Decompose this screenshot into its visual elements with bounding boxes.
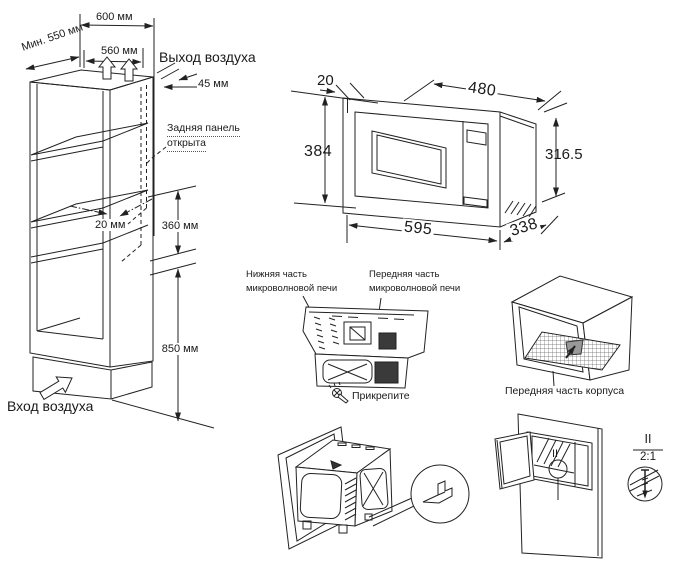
air-outlet-label: Выход воздуха [159,49,256,65]
attach-label: Прикрепите [352,390,410,402]
bottom-part-label-line2: микроволновой печи [246,283,338,294]
air-outlet-arrow-icon [97,56,139,82]
detail-ref-label: II [644,432,652,446]
air-inlet-label: Вход воздуха [7,398,94,414]
housing-front-label: Передняя часть корпуса [505,385,625,397]
door-open-drawing [494,413,603,559]
dim-850-label: 850 мм [155,343,205,356]
dim-595-label: 595 [401,218,436,240]
air-inlet-arrow-icon [39,376,73,401]
door-callout-label: II [552,448,559,460]
dim-360-label: 360 мм [155,220,205,233]
detail-scale-label: 2:1 [640,451,656,463]
dim-20-label: 20 [317,72,334,89]
bottom-part-label-line1: Нижняя часть [246,269,307,280]
detail-screw-icon [641,469,649,499]
dim-600-label: 600 мм [96,11,133,23]
dim-384-label: 384 [304,143,333,160]
housing-front-drawing [510,275,634,387]
rear-assembly-drawing [277,426,470,550]
screw-icon [328,381,349,404]
dim-20mm-label: 20 мм [93,219,128,232]
front-part-label-line2: микроволновой печи [369,283,461,294]
back-panel-note-line2: открыта [167,137,206,152]
bottom-mounting-drawing [302,295,429,404]
back-panel-note-line1: Задняя панель [167,122,240,137]
dim-560-label: 560 мм [101,45,138,57]
screw-detail-drawing [627,449,663,502]
dim-316-label: 316.5 [545,146,583,163]
cabinet-drawing [25,14,215,429]
front-part-label-line1: Передняя часть [369,269,440,280]
bracket-detail-icon [422,480,453,504]
dim-45-label: 45 мм [198,78,229,90]
